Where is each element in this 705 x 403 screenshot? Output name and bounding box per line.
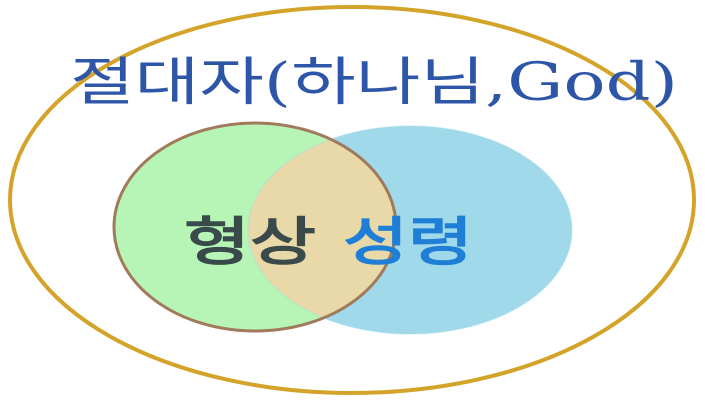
outer-ellipse	[8, 5, 696, 395]
diagram-title: 절대자(하나님,God)	[70, 53, 678, 113]
left-circle-outline	[112, 121, 398, 333]
overlap-region	[248, 126, 396, 331]
left-label: 형상	[184, 213, 316, 273]
right-circle-outline	[247, 125, 573, 335]
right-label: 성령	[343, 213, 473, 273]
